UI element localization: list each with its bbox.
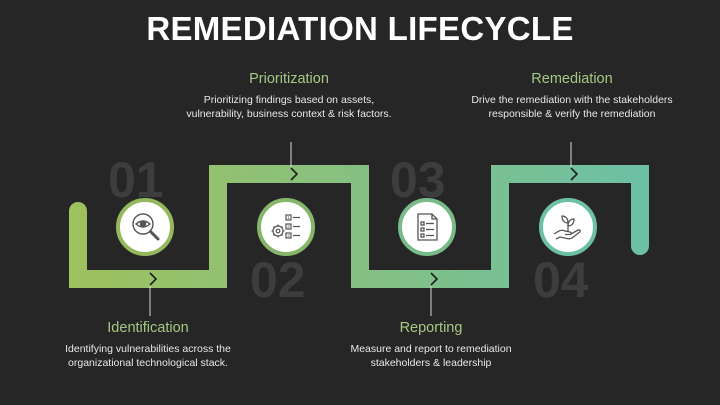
zigzag-path-line — [69, 165, 649, 288]
list-number-1: 1 — [287, 215, 290, 220]
step-heading-reporting: Reporting — [399, 320, 463, 336]
page-title: REMEDIATION LIFECYCLE — [146, 10, 574, 47]
step-heading-identification: Identification — [107, 320, 189, 336]
arrow-chevron-3 — [430, 272, 439, 286]
step-number-3: 03 — [390, 152, 446, 208]
step-description-identification: Identifying vulnerabilities across the o… — [65, 343, 231, 369]
step-circle-1 — [116, 198, 174, 256]
step-number-2: 02 — [250, 252, 306, 308]
step-number-4: 04 — [533, 252, 589, 308]
step-circle-4 — [539, 198, 597, 256]
step-description-reporting: Measure and report to remediation stakeh… — [350, 343, 512, 369]
arrow-chevron-2 — [290, 167, 299, 181]
step-circle-3 — [398, 198, 456, 256]
hand-plant-icon — [553, 215, 581, 240]
eye-magnifier-icon — [132, 213, 160, 241]
step-circle-2: 1 2 3 — [257, 198, 315, 256]
arrow-chevron-1 — [149, 272, 158, 286]
arrow-chevron-4 — [570, 167, 579, 181]
step-description-prioritization: Prioritizing findings based on assets, v… — [186, 94, 392, 120]
step-heading-remediation: Remediation — [531, 71, 613, 87]
step-heading-prioritization: Prioritization — [249, 71, 329, 87]
step-number-1: 01 — [108, 152, 164, 208]
report-document-icon — [417, 213, 438, 241]
list-number-3: 3 — [287, 233, 290, 238]
step-description-remediation: Drive the remediation with the stakehold… — [471, 94, 673, 120]
gear-list-icon: 1 2 3 — [271, 214, 300, 239]
list-number-2: 2 — [287, 224, 290, 229]
